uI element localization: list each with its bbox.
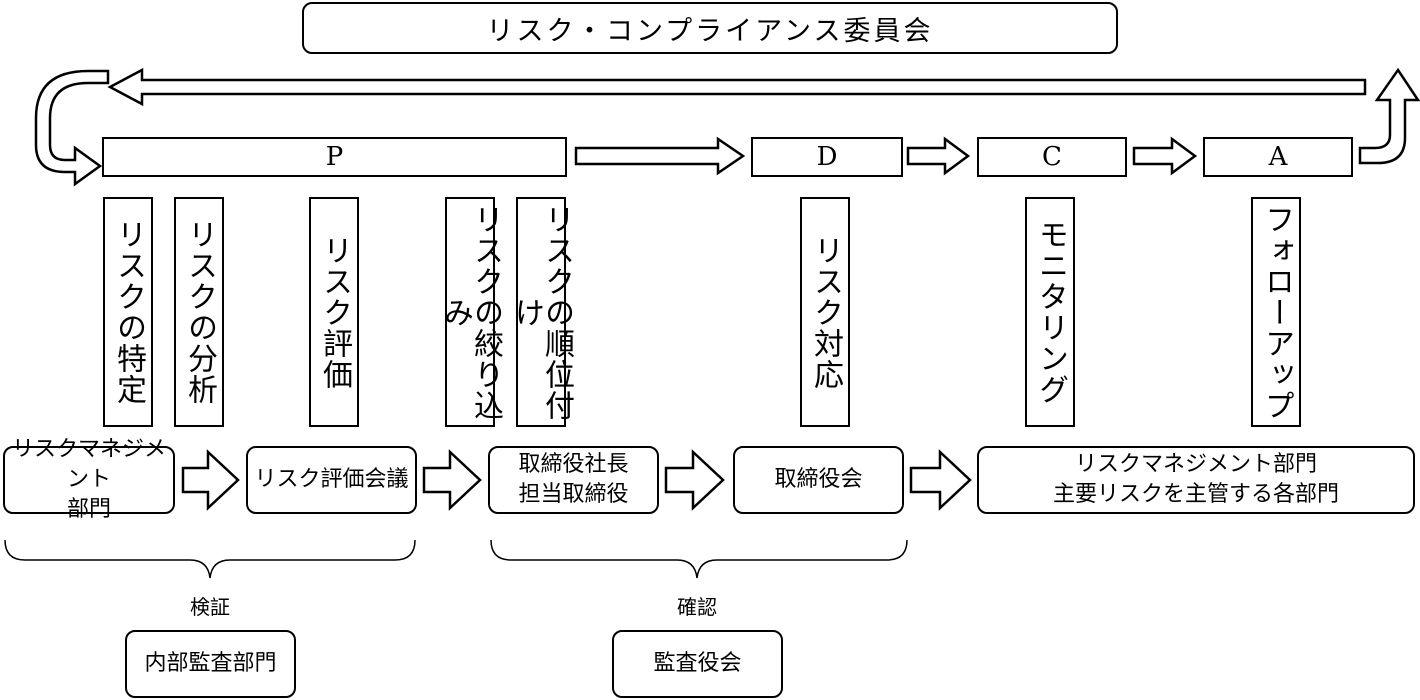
internal-audit-label: 内部監査部門	[144, 651, 277, 677]
phase-c-label: C	[1042, 142, 1062, 172]
arrow-d-to-c	[906, 136, 971, 176]
step-risk-narrowing: リスクの絞り込み	[438, 197, 503, 427]
org-line2: 主要リスクを主管する各部門	[1052, 482, 1339, 507]
arrow-p-to-d	[574, 136, 746, 176]
step-label: リスク評価	[317, 234, 352, 390]
org-risk-management-dept: リスクマネジメント 部門	[3, 437, 175, 522]
step-monitoring: モニタリング	[1025, 197, 1075, 427]
org-board-of-directors: 取締役会	[733, 446, 904, 514]
arrow-org-2	[422, 449, 482, 511]
step-label: リスク対応	[808, 234, 843, 390]
org-line1: 取締役社長	[518, 452, 629, 478]
committee-box: リスク・コンプライアンス委員会	[302, 2, 1118, 54]
committee-label: リスク・コンプライアンス委員会	[486, 15, 934, 47]
brace-confirmation	[490, 539, 908, 579]
audit-board-label: 監査役会	[653, 651, 742, 677]
phase-a-box: A	[1203, 137, 1353, 177]
phase-c-box: C	[977, 137, 1127, 177]
org-line2: 部門	[66, 496, 111, 522]
org-line2: 担当取締役	[518, 482, 629, 507]
step-follow-up: フォローアップ	[1251, 197, 1301, 427]
curve-arrow-left	[34, 69, 110, 187]
verification-label: 検証	[190, 594, 230, 619]
org-line1: リスク評価会議	[254, 467, 409, 493]
org-line1: リスクマネジメント部門	[1074, 452, 1317, 478]
step-label: フォローアップ	[1259, 203, 1294, 421]
step-risk-response: リスク対応	[800, 197, 850, 427]
phase-d-label: D	[816, 142, 838, 172]
arrow-org-3	[664, 449, 725, 511]
curve-arrow-right	[1358, 67, 1420, 165]
org-president-directors: 取締役社長 担当取締役	[488, 446, 659, 514]
phase-d-box: D	[751, 137, 903, 177]
arrow-org-1	[181, 449, 240, 511]
step-label: リスクの絞り込み	[438, 203, 503, 421]
confirmation-label: 確認	[677, 594, 717, 619]
step-risk-prioritization: リスクの順位付け	[509, 197, 574, 427]
brace-verification	[4, 539, 416, 579]
arrow-org-4	[909, 449, 972, 511]
step-label: モニタリング	[1033, 219, 1068, 405]
arrow-c-to-a	[1132, 136, 1198, 176]
audit-board-box: 監査役会	[612, 630, 783, 698]
step-label: リスクの特定	[111, 219, 146, 405]
step-label: リスクの順位付け	[509, 203, 574, 421]
internal-audit-box: 内部監査部門	[125, 630, 296, 698]
step-risk-evaluation: リスク評価	[309, 197, 359, 427]
step-risk-analysis: リスクの分析	[174, 197, 224, 427]
step-risk-identification: リスクの特定	[103, 197, 153, 427]
phase-p-label: P	[325, 142, 344, 172]
phase-p-box: P	[102, 137, 567, 177]
org-risk-owner-depts: リスクマネジメント部門 主要リスクを主管する各部門	[977, 446, 1415, 514]
org-line1: リスクマネジメント	[11, 437, 166, 493]
org-line1: 取締役会	[774, 467, 863, 493]
return-arrow-top	[107, 67, 1367, 107]
step-label: リスクの分析	[182, 219, 217, 405]
org-risk-evaluation-meeting: リスク評価会議	[246, 446, 417, 514]
phase-a-label: A	[1268, 142, 1288, 172]
